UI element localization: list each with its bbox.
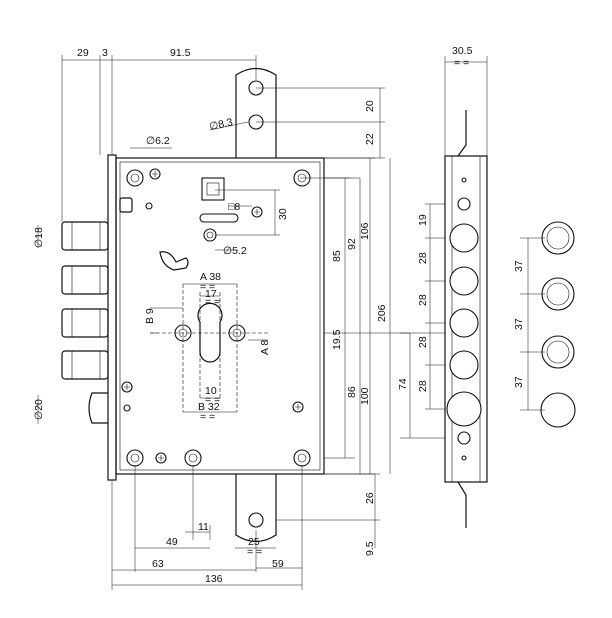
cross-screw xyxy=(292,401,304,413)
dim-100: 100 xyxy=(359,387,371,405)
dim-b-9: B 9 xyxy=(144,308,156,324)
sq-8: □8 xyxy=(228,201,240,213)
dim-106: 106 xyxy=(359,222,371,240)
dim-b-32: B 32 xyxy=(198,401,220,413)
latch-round xyxy=(446,391,482,427)
dim-9-5: 9.5 xyxy=(364,541,376,556)
dim-19-5: 19.5 xyxy=(331,329,343,350)
latch-head xyxy=(540,392,576,428)
dim-a-8: A 8 xyxy=(259,340,271,355)
bolt-round xyxy=(449,308,479,338)
dia-18: ∅18 xyxy=(33,227,45,248)
dim-28-b: 28 xyxy=(417,294,429,306)
dim-37-a: 37 xyxy=(513,260,525,272)
dim-17: 17 xyxy=(205,288,217,300)
screw-hole xyxy=(293,449,311,467)
bottom-tab-hole xyxy=(248,512,264,528)
dim-59: 59 xyxy=(272,558,284,570)
dim-86: 86 xyxy=(346,386,358,398)
dim-29: 29 xyxy=(77,47,89,59)
dim-91-5: 91.5 xyxy=(170,47,191,59)
dim-20: 20 xyxy=(364,100,376,112)
latch-bolt xyxy=(88,392,108,424)
dim-28-c: 28 xyxy=(417,336,429,348)
screw-hole xyxy=(184,449,202,467)
dia-8-3: ∅8.3 xyxy=(208,116,234,133)
faceplate xyxy=(107,154,117,481)
dimension-labels: 29 3 91.5 30.5 = = 20 22 30 85 92 106 20… xyxy=(33,45,525,585)
eq-side: = = xyxy=(454,57,469,69)
dim-37-c: 37 xyxy=(513,376,525,388)
dim-11: 11 xyxy=(198,521,209,533)
dim-92: 92 xyxy=(346,238,358,250)
dim-19: 19 xyxy=(417,214,429,226)
slot xyxy=(199,213,239,223)
dim-136: 136 xyxy=(205,573,223,585)
screw-hole xyxy=(126,449,144,467)
cross-screw xyxy=(121,381,133,393)
dim-26: 26 xyxy=(364,492,376,504)
dim-22: 22 xyxy=(364,133,376,145)
eq-a38: = = xyxy=(200,281,215,293)
dim-49: 49 xyxy=(166,536,178,548)
lock-case xyxy=(115,157,325,475)
eq-10: = = xyxy=(205,394,220,406)
bolt-end-view xyxy=(540,221,576,428)
eq-bottom: = = xyxy=(247,546,262,558)
dia-6-2: ∅6.2 xyxy=(146,135,170,147)
cross-screw xyxy=(149,168,161,180)
screw-hole xyxy=(126,169,144,187)
cylinder-hole xyxy=(174,302,246,363)
dim-206: 206 xyxy=(376,304,388,322)
dim-28-d: 28 xyxy=(417,380,429,392)
dim-63: 63 xyxy=(152,558,164,570)
side-faceplate xyxy=(444,155,488,483)
dim-3: 3 xyxy=(102,47,108,59)
dim-30: 30 xyxy=(277,208,289,220)
bolt-round xyxy=(449,223,479,253)
dim-74: 74 xyxy=(397,378,409,390)
dim-30-5: 30.5 xyxy=(452,45,473,57)
dia-5-2: ∅5.2 xyxy=(223,245,247,257)
eq-b32: = = xyxy=(200,411,215,423)
dim-a-38: A 38 xyxy=(200,271,221,283)
dim-37-b: 37 xyxy=(513,318,525,330)
side-view xyxy=(444,110,488,528)
deadbolt xyxy=(61,221,109,380)
bolt-round xyxy=(449,350,479,380)
bolt-round xyxy=(449,266,479,296)
eq-17: = = xyxy=(205,296,220,308)
square-spindle xyxy=(201,177,225,201)
cross-screw xyxy=(251,206,263,218)
cross-screw xyxy=(155,452,167,464)
dim-85: 85 xyxy=(331,250,343,262)
dim-28-a: 28 xyxy=(417,252,429,264)
dia-20: ∅20 xyxy=(33,399,45,420)
dim-10: 10 xyxy=(205,385,217,397)
dim-25: 25 xyxy=(248,536,260,548)
latch-lever xyxy=(159,251,189,271)
